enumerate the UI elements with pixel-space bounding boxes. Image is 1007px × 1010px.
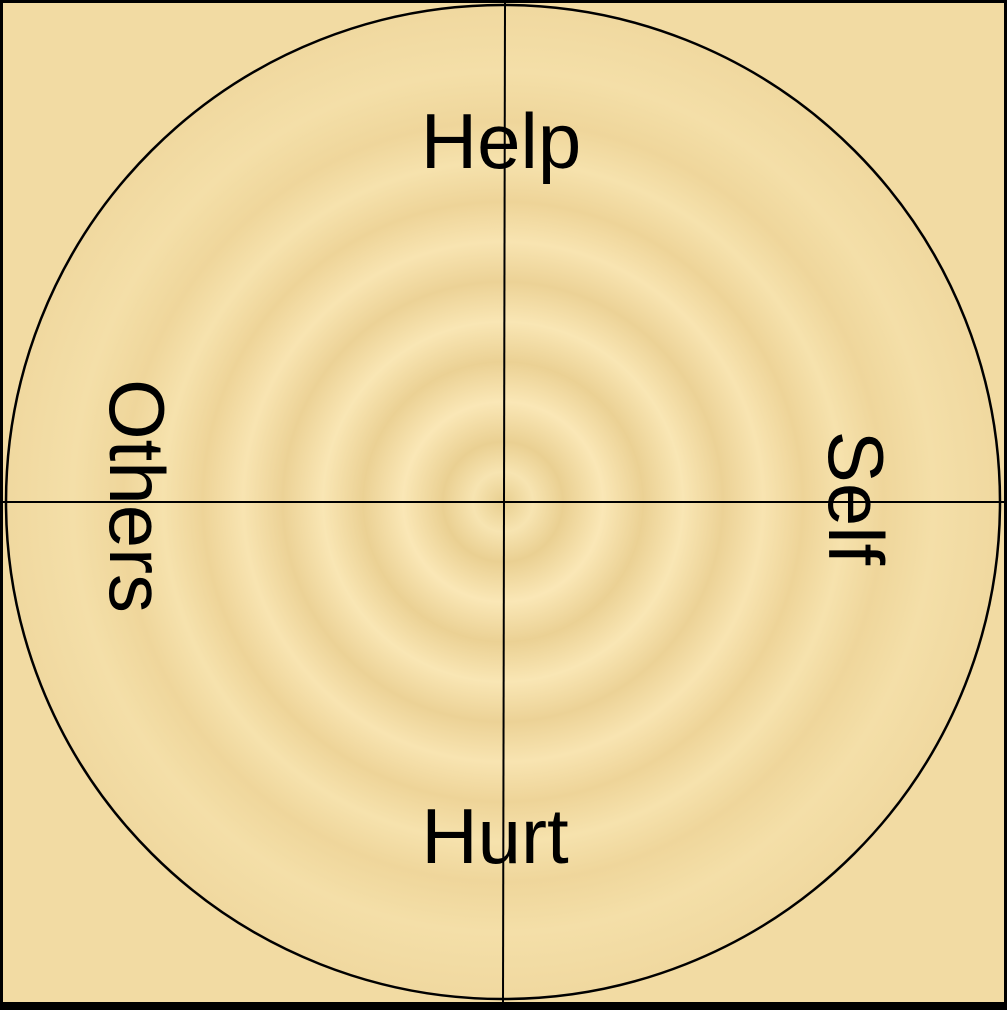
- outer-circle: [4, 3, 1002, 1001]
- label-hurt: Hurt: [421, 792, 569, 880]
- label-self: Self: [812, 431, 900, 566]
- label-help: Help: [421, 97, 581, 185]
- label-others: Others: [93, 379, 181, 613]
